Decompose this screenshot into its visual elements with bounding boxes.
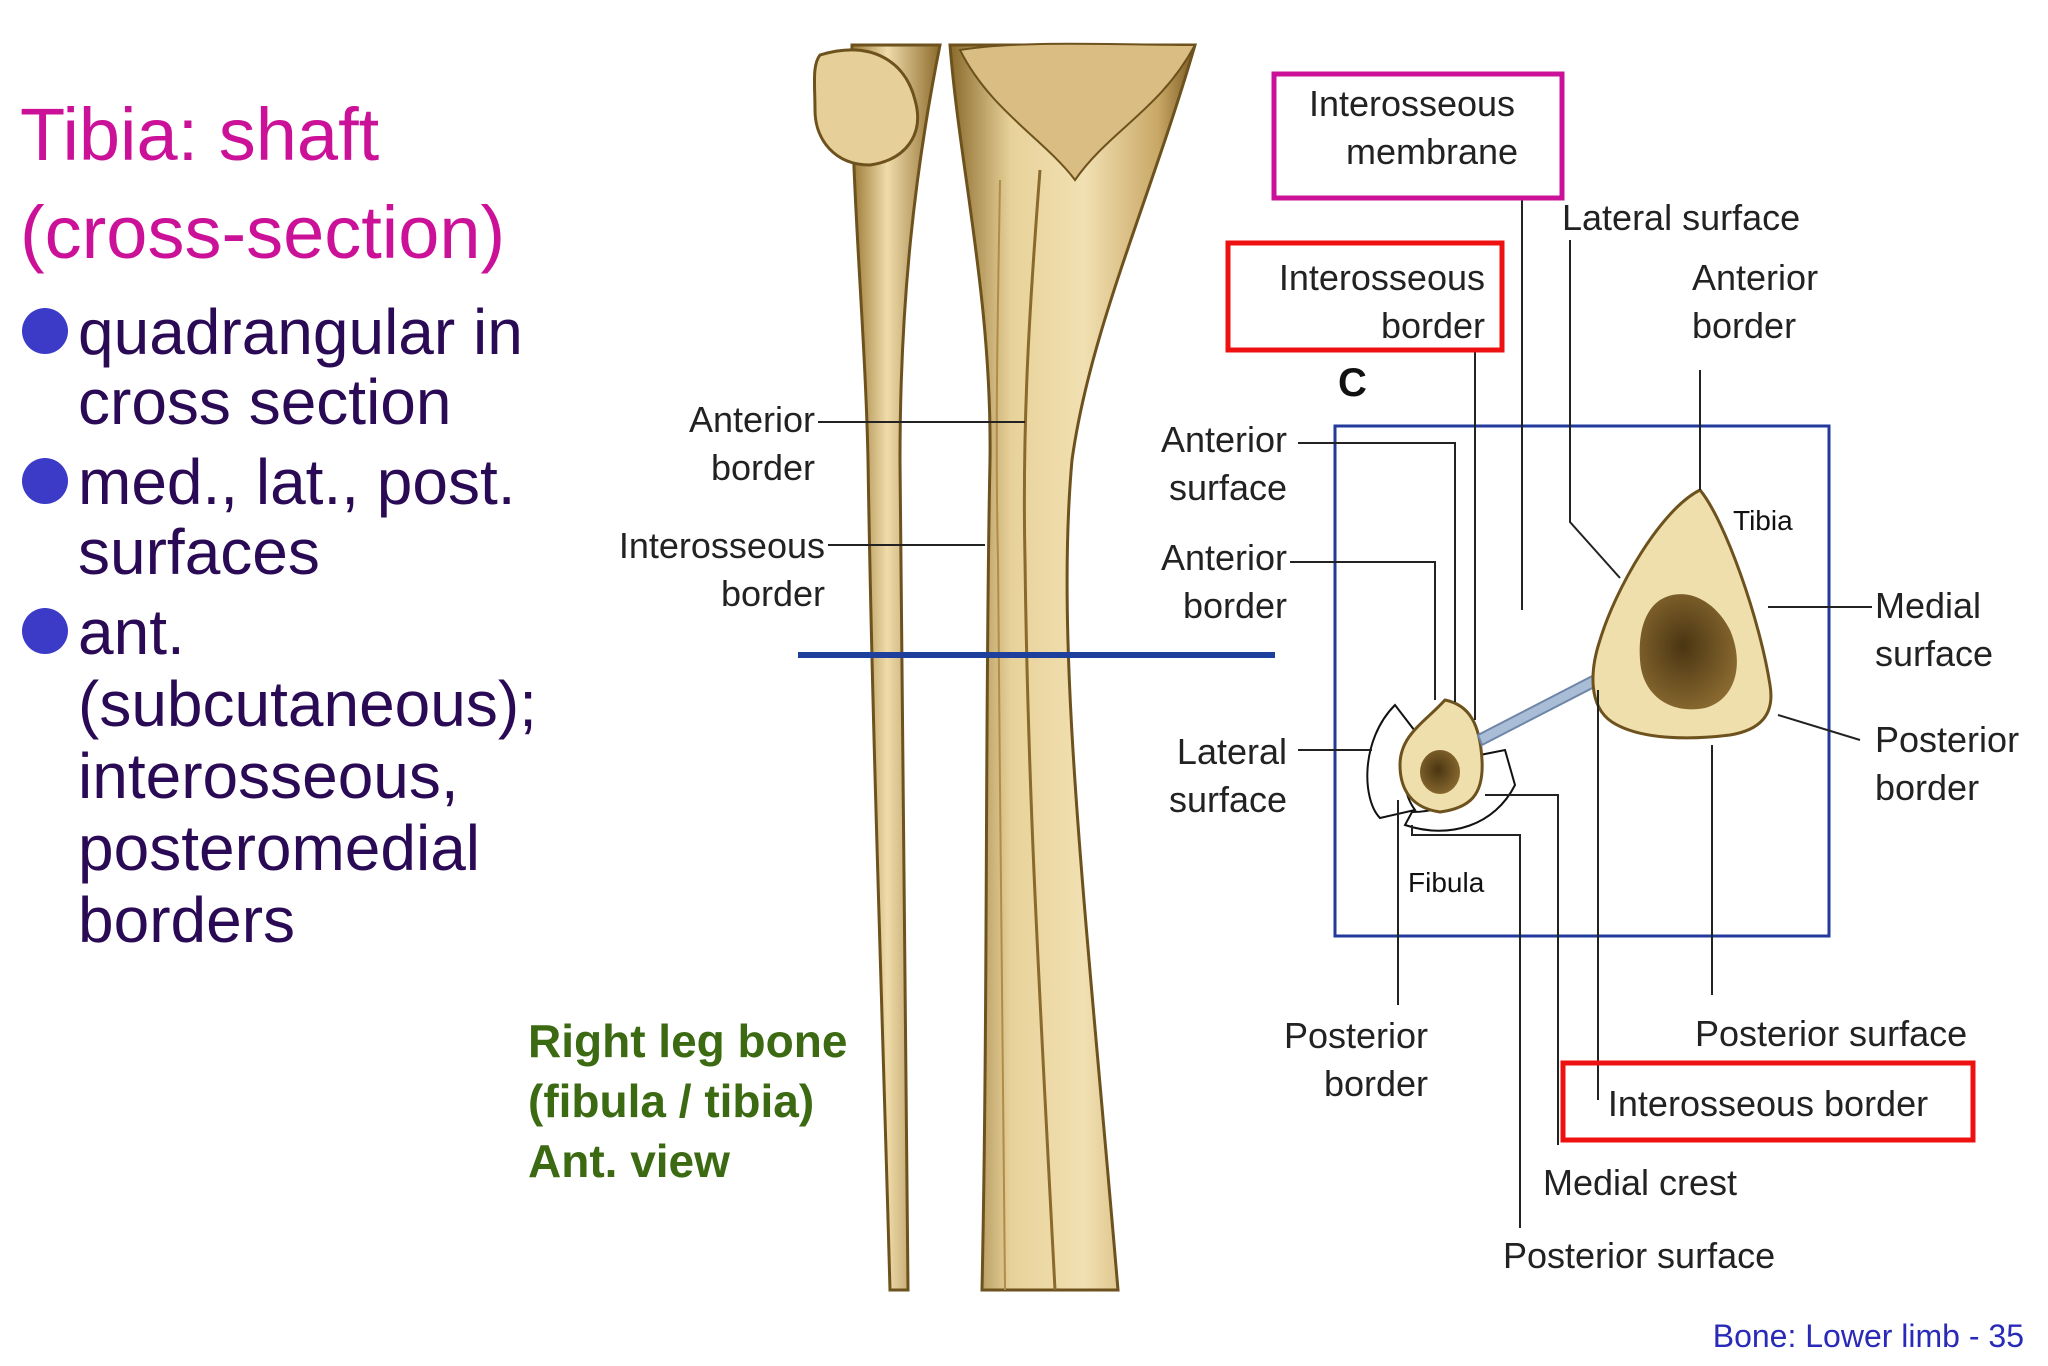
leader-line (1777, 714, 1861, 741)
label-lateral-surface-top: Lateral surface (1562, 197, 1800, 238)
label-posterior-surface-right: Posterior surface (1695, 1013, 1967, 1054)
label-anterior-border-left-2: border (1183, 585, 1287, 626)
leader-line (1298, 442, 1456, 702)
slide-title-line2: (cross-section) (20, 191, 506, 274)
label-posterior-border-bottom-1: Posterior (1284, 1015, 1428, 1056)
label-posterior-surface-bottom: Posterior surface (1503, 1235, 1775, 1276)
bullet-dot-icon (22, 608, 68, 654)
bullet-1-line-1: quadrangular in (78, 296, 523, 368)
bullet-3-line-2: (subcutaneous); (78, 668, 537, 740)
leader-lines (1290, 198, 1872, 1228)
bullet-3-line-3: interosseous, (78, 740, 459, 812)
leg-label-anterior-border-1: Anterior (689, 399, 815, 440)
label-anterior-border-right-2: border (1692, 305, 1796, 346)
tibia-ridge (1022, 169, 1057, 1291)
fibula-label: Fibula (1408, 867, 1485, 898)
bullet-2-line-1: med., lat., post. (78, 446, 516, 518)
bullet-2-line-2: surfaces (78, 516, 320, 588)
tibia-label: Tibia (1733, 505, 1793, 536)
figure-caption-line1: Right leg bone (528, 1015, 848, 1067)
bullet-3-line-5: borders (78, 884, 295, 956)
label-interosseous-border-bottom: Interosseous border (1608, 1083, 1928, 1124)
label-interosseous-membrane-1: Interosseous (1309, 83, 1515, 124)
figure-caption-line2: (fibula / tibia) (528, 1075, 815, 1127)
bullet-3-line-1: ant. (78, 596, 185, 668)
label-posterior-border-right-2: border (1875, 767, 1979, 808)
label-interosseous-border-top-2: border (1381, 305, 1485, 346)
label-medial-surface-2: surface (1875, 633, 1993, 674)
slide-title-line1: Tibia: shaft (20, 93, 380, 176)
leader-line (1411, 825, 1521, 1228)
label-interosseous-membrane-2: membrane (1346, 131, 1518, 172)
cross-section-frame (1333, 424, 1831, 938)
label-posterior-border-right-1: Posterior (1875, 719, 2019, 760)
label-medial-surface-1: Medial (1875, 585, 1981, 626)
leg-label-interosseous-border-1: Interosseous (619, 525, 825, 566)
fibula-shaft (850, 43, 942, 1292)
label-anterior-border-left-1: Anterior (1161, 537, 1287, 578)
leader-line (1485, 794, 1559, 1145)
label-lateral-surface-left-2: surface (1169, 779, 1287, 820)
tibia-marrow (1639, 594, 1737, 710)
bullet-1-line-2: cross section (78, 366, 452, 438)
label-lateral-surface-left-1: Lateral (1177, 731, 1287, 772)
leg-label-interosseous-border-2: border (721, 573, 825, 614)
interosseous-membrane-strip (1476, 670, 1606, 747)
bullet-dot-icon (22, 308, 68, 354)
label-medial-crest: Medial crest (1543, 1162, 1737, 1203)
leader-line (1290, 561, 1436, 700)
label-posterior-border-bottom-2: border (1324, 1063, 1428, 1104)
figure-caption-line3: Ant. view (528, 1135, 730, 1187)
bullet-3-line-4: posteromedial (78, 812, 480, 884)
label-anterior-border-right-1: Anterior (1692, 257, 1818, 298)
tibia-ridge-2 (995, 179, 1006, 1291)
bullet-dot-icon (22, 458, 68, 504)
interosseous-border-box-bottom (1560, 1060, 1976, 1143)
leader-line (1569, 240, 1621, 579)
label-anterior-surface-2: surface (1169, 467, 1287, 508)
label-interosseous-border-top-1: Interosseous (1279, 257, 1485, 298)
leg-bones-illustration (812, 42, 1197, 1292)
leg-label-anterior-border-2: border (711, 447, 815, 488)
panel-letter: C (1338, 361, 1367, 405)
fibula-head (812, 48, 920, 167)
label-anterior-surface-1: Anterior (1161, 419, 1287, 460)
tibia-shaft (948, 43, 1197, 1292)
slide-footer: Bone: Lower limb - 35 (1712, 1318, 2024, 1354)
tibia-condyle (958, 42, 1197, 182)
fibula-marrow (1420, 750, 1460, 794)
interosseous-border-box-top (1225, 240, 1505, 353)
interosseous-membrane-box (1271, 71, 1565, 201)
